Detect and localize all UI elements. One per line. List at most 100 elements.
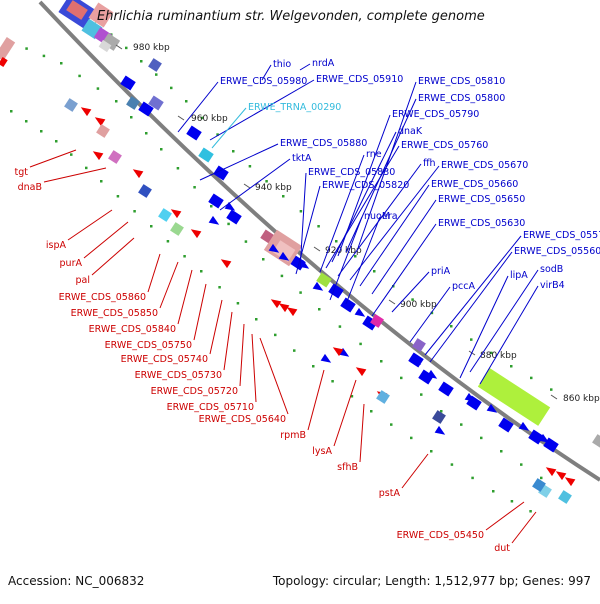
forward-gene-label: ERWE_CDS_05980	[220, 76, 307, 87]
gene-feature-block	[198, 147, 214, 163]
backbone-arc	[38, 0, 600, 482]
track-dot	[540, 476, 543, 480]
accession-text: Accession: NC_006832	[8, 574, 145, 588]
gene-feature-block	[226, 209, 242, 225]
track-dot	[115, 100, 118, 103]
track-dot	[460, 423, 463, 426]
gene-feature-block	[64, 98, 78, 112]
track-dot	[85, 166, 88, 170]
forward-gene-label: virB4	[540, 280, 565, 291]
reverse-gene-leader	[485, 501, 525, 531]
track-dot	[200, 270, 203, 273]
forward-gene-leader	[177, 81, 219, 133]
track-dot	[160, 148, 163, 151]
track-dot	[530, 376, 533, 380]
reverse-gene-label: tgt	[15, 167, 29, 178]
track-dot	[350, 395, 354, 398]
gene-feature-block	[432, 410, 446, 424]
track-dot	[166, 240, 170, 243]
reverse-gene-arrow	[332, 347, 344, 357]
gene-feature-block	[208, 193, 224, 209]
track-dot	[265, 180, 268, 183]
reverse-gene-leader	[193, 283, 207, 341]
reverse-gene-label: dut	[494, 543, 510, 554]
scale-tick-mark	[243, 183, 251, 189]
reverse-gene-leader	[251, 333, 257, 403]
track-dot	[370, 410, 373, 413]
scale-tick-mark	[177, 115, 185, 121]
label-leader-lines	[29, 63, 539, 544]
gene-feature-block	[370, 314, 384, 328]
scale-tick-label: 980 kbp	[133, 43, 170, 53]
track-dot	[25, 47, 28, 50]
track-dot	[176, 167, 180, 170]
forward-gene-arrow	[486, 403, 498, 413]
gene-feature-block	[101, 33, 121, 51]
forward-gene-label: dnaK	[398, 126, 423, 137]
reverse-gene-label: ERWE_CDS_05450	[397, 530, 484, 541]
track-dot	[42, 54, 46, 58]
reverse-gene-leader	[511, 511, 537, 544]
reverse-gene-label: ERWE_CDS_05710	[167, 402, 254, 413]
track-dot	[282, 195, 285, 198]
reverse-gene-label: pstA	[379, 488, 401, 499]
forward-gene-leader	[329, 216, 363, 301]
reverse-gene-label: ERWE_CDS_05750	[105, 340, 192, 351]
forward-gene-label: ERWE_CDS_05830	[308, 167, 395, 178]
track-dot	[529, 510, 532, 513]
gene-feature-block	[438, 381, 454, 397]
track-dot	[155, 73, 158, 76]
track-dot	[116, 195, 120, 198]
reverse-gene-label: ERWE_CDS_05640	[199, 414, 286, 425]
gene-feature-block	[477, 368, 551, 426]
track-dot	[130, 116, 133, 119]
track-dot	[318, 308, 321, 311]
forward-gene-label: ERWE_CDS_05650	[438, 194, 525, 205]
reverse-gene-arrow	[545, 467, 557, 477]
forward-gene-arrow	[312, 281, 324, 291]
scale-tick-mark	[115, 44, 123, 50]
track-dot	[262, 258, 265, 261]
track-dot	[440, 410, 443, 413]
forward-gene-label: era	[382, 211, 398, 222]
track-dot	[500, 450, 503, 453]
scale-tick-mark	[388, 299, 396, 305]
gene-feature-block	[96, 124, 110, 138]
forward-gene-leader	[299, 63, 311, 71]
track-dot	[200, 116, 204, 120]
track-dot	[338, 325, 342, 328]
forward-gene-arrow	[410, 355, 422, 365]
forward-gene-leader	[319, 154, 365, 273]
scale-tick-label: 940 kbp	[255, 183, 292, 193]
reverse-gene-label: ERWE_CDS_05730	[135, 370, 222, 381]
track-dot	[390, 423, 393, 426]
gene-feature-block	[148, 95, 164, 111]
reverse-gene-leader	[401, 453, 429, 489]
reverse-gene-leader	[147, 253, 161, 293]
forward-gene-label: pccA	[452, 281, 475, 292]
reverse-gene-arrow	[564, 477, 576, 487]
forward-gene-leader	[261, 64, 272, 81]
scale-tick-label: 960 kbp	[191, 114, 228, 124]
track-dot	[145, 132, 148, 135]
reverse-gene-leader	[91, 237, 135, 276]
forward-gene-leader	[295, 185, 321, 275]
reverse-gene-arrow	[220, 259, 232, 269]
forward-gene-arrow	[464, 392, 476, 402]
gene-feature-block	[0, 37, 16, 61]
track-dot	[140, 60, 143, 63]
reverse-gene-label: purA	[60, 258, 83, 269]
track-dot	[248, 165, 252, 168]
forward-gene-arrow	[342, 299, 354, 309]
reverse-gene-label: ERWE_CDS_05860	[59, 292, 146, 303]
forward-gene-arrow	[320, 353, 332, 363]
track-dot	[492, 490, 495, 493]
gene-feature-block	[170, 222, 184, 236]
reverse-gene-arrow	[94, 117, 106, 127]
forward-gene-label: lipA	[510, 270, 528, 281]
trna-gene-label: ERWE_TRNA_00290	[248, 102, 341, 113]
track-dot	[299, 291, 302, 294]
track-dot	[78, 74, 81, 78]
